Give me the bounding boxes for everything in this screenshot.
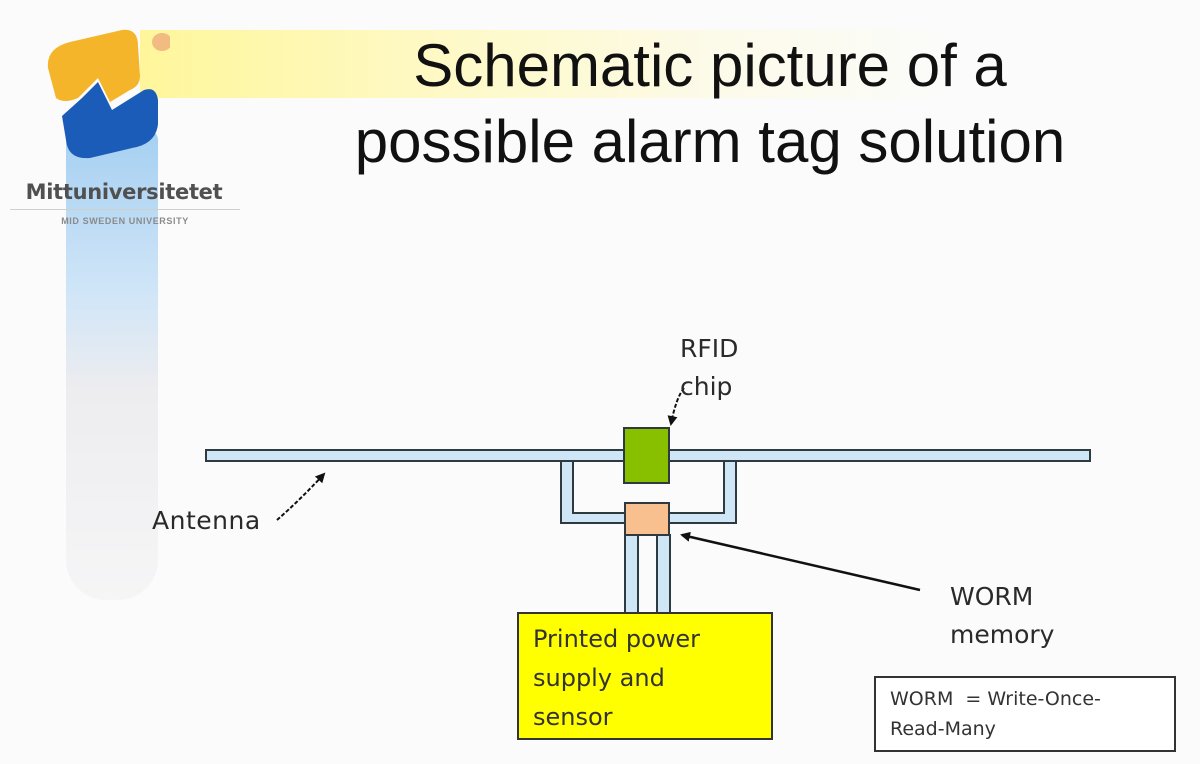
definition-line-2: Read-Many [890, 718, 996, 740]
worm-label-line-2: memory [950, 620, 1055, 649]
worm-memory-label: WORM memory [950, 578, 1054, 654]
worm-label-line-1: WORM [950, 582, 1034, 611]
title-line-1: Schematic picture of a [413, 32, 1007, 99]
title-line-2: possible alarm tag solution [354, 108, 1066, 175]
logo-subtitle: MID SWEDEN UNIVERSITY [61, 216, 189, 226]
antenna-label: Antenna [152, 506, 261, 535]
power-label-line-3: sensor [533, 703, 613, 731]
worm-arrow [680, 531, 921, 592]
antenna-feed-loop [560, 460, 737, 524]
logo-trail [66, 130, 158, 600]
university-logo-icon [47, 29, 170, 159]
power-supply-box: Printed power supply and sensor [517, 612, 773, 740]
lead-left [624, 534, 639, 614]
worm-memory [624, 502, 670, 536]
power-label-line-2: supply and [533, 664, 665, 692]
rfid-chip-label: RFID chip [680, 330, 738, 406]
rfid-arrow [667, 387, 685, 426]
logo-name: Mittuniversitetet [25, 180, 223, 204]
logo-top-shape [47, 29, 140, 102]
lead-right [656, 534, 671, 614]
worm-definition-box: WORM = Write-Once- Read-Many [874, 676, 1176, 752]
definition-line-1: WORM = Write-Once- [890, 688, 1101, 710]
logo-divider [10, 209, 240, 210]
slide-title: Schematic picture of a possible alarm ta… [250, 28, 1170, 180]
antenna-arrow [276, 472, 326, 521]
logo-bottom-shape [62, 82, 158, 159]
rfid-chip [623, 427, 670, 484]
logo-light-beam [140, 30, 960, 98]
power-label-line-1: Printed power [533, 625, 701, 653]
rfid-label-line-1: RFID [680, 334, 739, 363]
logo-spark [152, 33, 170, 51]
rfid-label-line-2: chip [680, 372, 733, 401]
